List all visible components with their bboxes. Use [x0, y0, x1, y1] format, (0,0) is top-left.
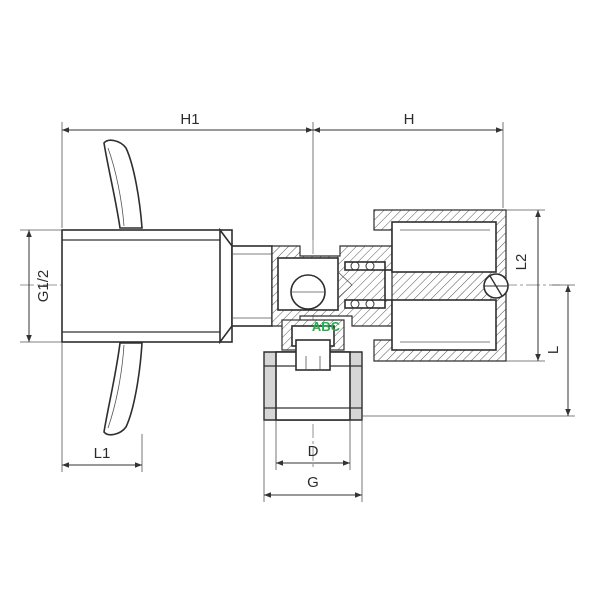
dimension-label-d: D	[308, 443, 319, 460]
wing-handle	[103, 139, 143, 436]
dimension-label-l1: L1	[94, 445, 111, 462]
handle-cap	[373, 209, 509, 362]
dimension-l2: L2	[506, 209, 545, 362]
outlet-fitting	[263, 319, 363, 421]
dimension-label-h: H	[404, 111, 415, 128]
dimension-h1: H1	[61, 111, 314, 240]
dimension-label-g12: G1/2	[35, 270, 52, 303]
dimension-l1: L1	[61, 342, 143, 472]
dimension-h: H	[313, 111, 504, 208]
dimension-label-g: G	[307, 474, 319, 491]
dimension-l: L	[362, 284, 575, 417]
inlet-tube	[61, 227, 273, 345]
dimension-d: D	[275, 420, 351, 470]
brand-logo: ABC	[312, 319, 341, 334]
valve-body-section	[271, 245, 393, 327]
dimension-label-l: L	[545, 346, 562, 354]
dimension-g: G	[263, 420, 363, 502]
dimension-g12: G1/2	[20, 229, 62, 343]
dimension-label-h1: H1	[180, 111, 199, 128]
dimension-label-l2: L2	[513, 254, 530, 271]
